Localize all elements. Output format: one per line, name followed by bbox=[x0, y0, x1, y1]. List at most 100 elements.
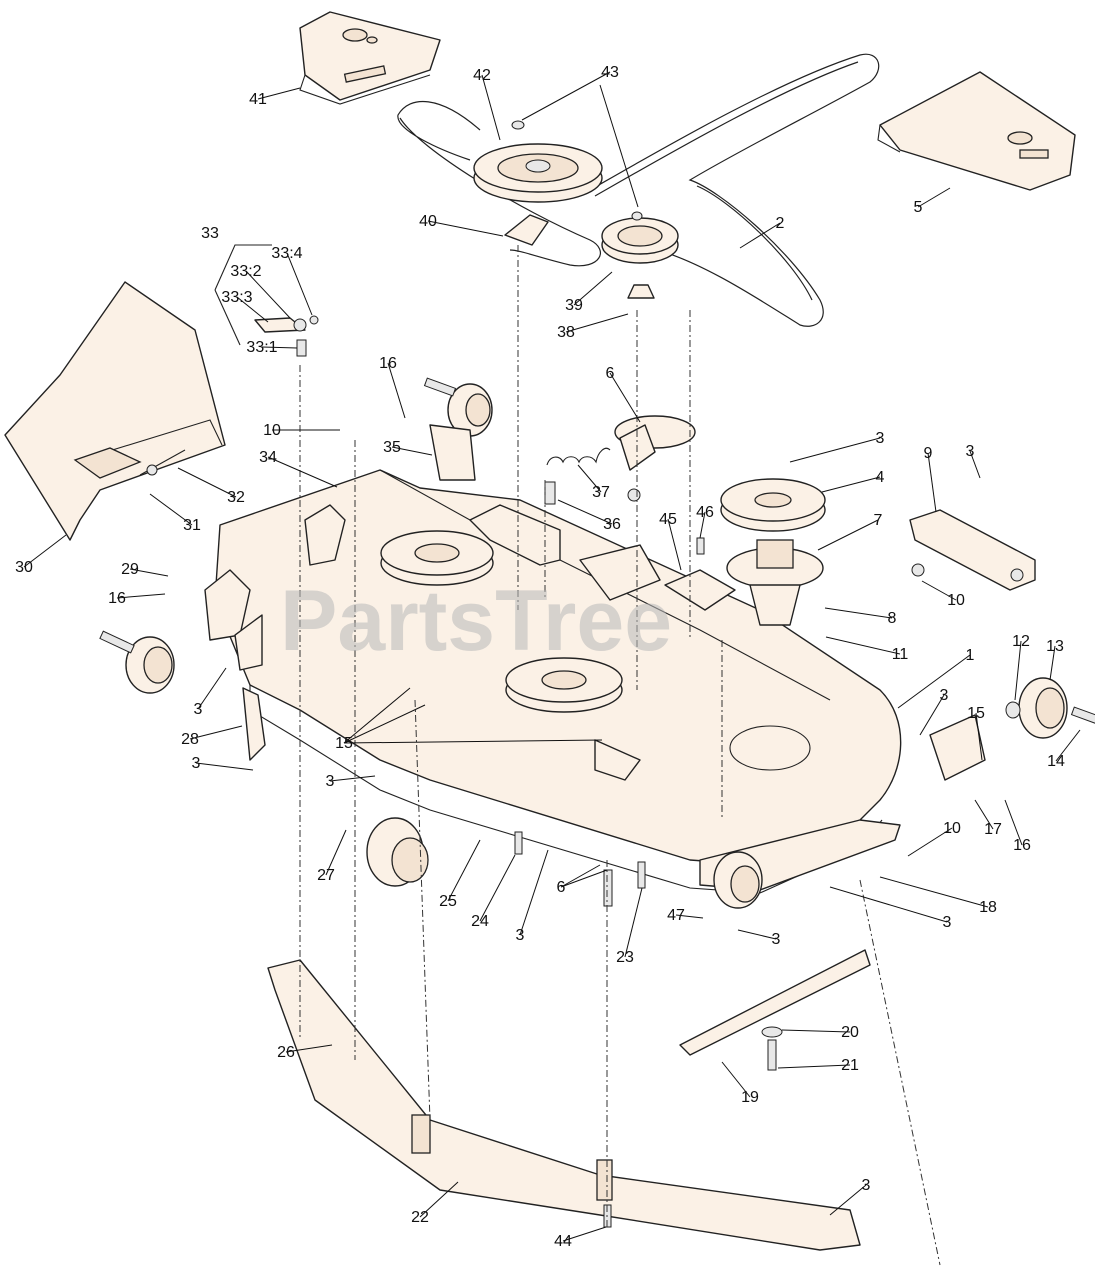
leader-1 bbox=[897, 654, 971, 709]
leader-21 bbox=[777, 1064, 851, 1069]
wheel-left-upper bbox=[99, 630, 175, 694]
callout-20: 20 bbox=[841, 1024, 859, 1041]
callout-42: 42 bbox=[473, 67, 491, 84]
callout-45: 45 bbox=[659, 511, 677, 528]
bolt-46 bbox=[696, 537, 705, 555]
idler-pulley-39 bbox=[601, 211, 679, 299]
callout-33-1: 33:1 bbox=[246, 339, 277, 356]
leader-43 bbox=[521, 71, 611, 121]
callout-40: 40 bbox=[419, 213, 437, 230]
leader-30 bbox=[23, 534, 67, 568]
leader-3 bbox=[329, 775, 376, 782]
leader-3 bbox=[829, 886, 948, 923]
watermark: PartsTree bbox=[280, 573, 672, 669]
leader-28 bbox=[189, 725, 243, 740]
leader-16 bbox=[1004, 799, 1023, 846]
callout-33: 33 bbox=[201, 225, 219, 242]
leader-11 bbox=[825, 636, 901, 655]
leader-7 bbox=[817, 519, 879, 551]
callout-3: 3 bbox=[876, 430, 885, 447]
callout-3: 3 bbox=[966, 443, 975, 460]
callout-10: 10 bbox=[943, 820, 961, 837]
leader-44 bbox=[562, 1226, 607, 1242]
callout-30: 30 bbox=[15, 559, 33, 576]
wheel-front-right bbox=[713, 851, 763, 909]
pulley-4 bbox=[720, 478, 826, 532]
leader-15 bbox=[975, 712, 983, 761]
drive-belt bbox=[397, 53, 880, 327]
leader-3 bbox=[197, 667, 227, 710]
leader-15 bbox=[343, 704, 426, 744]
leader-3 bbox=[195, 762, 254, 771]
callout-9: 9 bbox=[924, 445, 933, 462]
left-frame bbox=[204, 504, 346, 671]
leader-9 bbox=[927, 452, 937, 513]
leader-10 bbox=[921, 580, 957, 601]
leader-5 bbox=[917, 187, 951, 208]
leader-43 bbox=[599, 84, 639, 208]
belt-cover-left bbox=[299, 11, 441, 105]
leader-3 bbox=[919, 694, 945, 736]
callout-25: 25 bbox=[439, 893, 457, 910]
callout-18: 18 bbox=[979, 899, 997, 916]
leader-40 bbox=[427, 220, 504, 237]
leader-47 bbox=[675, 914, 704, 919]
leader-46 bbox=[699, 511, 706, 539]
leader-10 bbox=[907, 827, 953, 857]
leader-16 bbox=[116, 593, 166, 599]
callout-3: 3 bbox=[862, 1177, 871, 1194]
callout-47: 47 bbox=[667, 907, 685, 924]
bolt-24 bbox=[514, 831, 523, 855]
spindle-7 bbox=[726, 539, 824, 626]
alignment-lines bbox=[299, 245, 941, 1266]
leader-25 bbox=[447, 839, 481, 902]
discharge-chute bbox=[4, 281, 226, 541]
bolt-21 bbox=[767, 1039, 777, 1071]
leader-3 bbox=[737, 929, 777, 940]
callout-3: 3 bbox=[772, 931, 781, 948]
callout-23: 23 bbox=[616, 949, 634, 966]
bracket-28 bbox=[242, 687, 266, 761]
leader-35 bbox=[391, 446, 433, 456]
callout-6: 6 bbox=[606, 365, 615, 382]
callout-37: 37 bbox=[592, 484, 610, 501]
callout-44: 44 bbox=[554, 1233, 572, 1250]
leader-6 bbox=[560, 864, 601, 888]
leader-17 bbox=[974, 799, 994, 830]
leader-2 bbox=[739, 222, 781, 249]
leader-3 bbox=[829, 1184, 867, 1216]
leader-6 bbox=[560, 869, 608, 888]
leader-45 bbox=[667, 518, 682, 571]
leader-33-3 bbox=[236, 296, 269, 323]
callout-22: 22 bbox=[411, 1209, 429, 1226]
bolt-23 bbox=[637, 861, 646, 889]
callout-6: 6 bbox=[557, 879, 566, 896]
callout-33-4: 33:4 bbox=[271, 245, 302, 262]
leader-15 bbox=[343, 687, 411, 744]
blade-19 bbox=[679, 949, 871, 1056]
callout-3: 3 bbox=[940, 687, 949, 704]
leader-15 bbox=[343, 739, 603, 744]
leader-41 bbox=[257, 87, 301, 100]
spring-37 bbox=[546, 447, 611, 466]
plate-45 bbox=[664, 569, 736, 611]
bolt-36 bbox=[544, 481, 556, 505]
callout-24: 24 bbox=[471, 913, 489, 930]
callout-39: 39 bbox=[565, 297, 583, 314]
callout-27: 27 bbox=[317, 867, 335, 884]
callout-3: 3 bbox=[943, 914, 952, 931]
callout-13: 13 bbox=[1046, 638, 1064, 655]
leader-19 bbox=[721, 1061, 751, 1098]
callout-3: 3 bbox=[516, 927, 525, 944]
callout-11: 11 bbox=[892, 646, 909, 663]
leader-27 bbox=[325, 829, 347, 876]
callout-15: 15 bbox=[335, 735, 353, 752]
callout-16: 16 bbox=[379, 355, 397, 372]
callout-3: 3 bbox=[326, 773, 335, 790]
leader-3 bbox=[789, 437, 881, 463]
leader-20 bbox=[781, 1029, 851, 1033]
callout-35: 35 bbox=[383, 439, 401, 456]
callout-10: 10 bbox=[947, 592, 965, 609]
callout-17: 17 bbox=[984, 821, 1002, 838]
